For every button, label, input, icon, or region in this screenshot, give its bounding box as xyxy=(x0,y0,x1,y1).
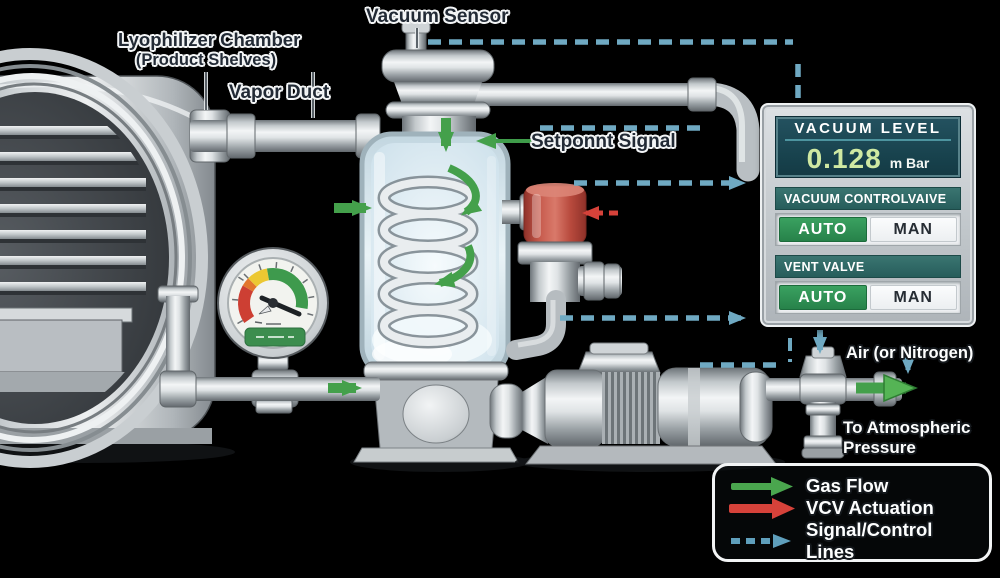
vent-mode-toggle: AUTO MAN xyxy=(775,281,961,314)
label-air-or-nitrogen: Air (or Nitrogen) xyxy=(846,344,974,362)
legend: Gas Flow VCV Actuation Signal/Control Li… xyxy=(712,463,992,562)
product-shelves xyxy=(0,126,146,392)
legend-label-gas-flow: Gas Flow xyxy=(806,475,889,496)
vacuum-level-title: VACUUM LEVEL xyxy=(794,119,942,137)
label-vacuum-sensor: Vacuum Sensor xyxy=(366,6,509,27)
vent-valve-header: VENT VALVE xyxy=(775,255,961,278)
vapor-duct-pipe xyxy=(190,113,381,159)
signal-lines-arrow-icon xyxy=(729,530,795,552)
vent-valve-assembly xyxy=(766,346,902,459)
condenser xyxy=(350,21,530,472)
vacuum-pump xyxy=(515,342,785,472)
display-divider xyxy=(785,138,951,141)
condenser-base xyxy=(350,361,530,472)
label-setpoint-signal: Setponnt Signal xyxy=(531,131,676,152)
vacuum-control-valve-header: VACUUM CONTROLVAIVE xyxy=(775,187,961,210)
label-product-shelves: (Product Shelves) xyxy=(135,51,277,69)
vacuum-level-value: 0.128 xyxy=(806,142,882,174)
vacuum-level-unit: m Bar xyxy=(889,154,930,171)
label-to-atmospheric: To Atmospheric Pressure xyxy=(843,418,971,457)
signal-arrows xyxy=(813,330,915,374)
legend-label-signal-lines: Signal/Control Lines xyxy=(806,519,933,562)
legend-label-vcv-actuation: VCV Actuation xyxy=(806,497,934,518)
gas-flow-arrow-icon xyxy=(729,475,795,497)
label-pointers xyxy=(204,28,546,149)
vcv-actuation-arrow-icon xyxy=(729,497,795,519)
control-panel: VACUUM LEVEL 0.128 m Bar VACUUM CONTROLV… xyxy=(760,103,976,327)
legend-item-vcv-actuation: VCV Actuation xyxy=(729,497,975,519)
legend-item-gas-flow: Gas Flow xyxy=(729,475,975,497)
top-pipe xyxy=(472,77,760,182)
legend-item-signal-lines: Signal/Control Lines xyxy=(729,519,975,563)
vent-valve-section: VENT VALVE AUTO MAN xyxy=(775,255,961,314)
vacuum-control-valve-section: VACUUM CONTROLVAIVE AUTO MAN xyxy=(775,187,961,246)
gas-flow-arrows xyxy=(328,118,918,403)
bottom-pipe xyxy=(159,370,380,408)
vent-auto-button[interactable]: AUTO xyxy=(779,285,867,310)
label-to-atmospheric-line2: Pressure xyxy=(843,437,916,457)
label-vapor-duct: Vapor Duct xyxy=(228,82,330,103)
vcv-auto-button[interactable]: AUTO xyxy=(779,217,867,242)
vacuum-level-display: VACUUM LEVEL 0.128 m Bar xyxy=(775,116,961,178)
vcv-man-button[interactable]: MAN xyxy=(869,217,957,242)
vcv-mode-toggle: AUTO MAN xyxy=(775,213,961,246)
signal-lines xyxy=(428,39,801,368)
label-to-atmospheric-line1: To Atmospheric xyxy=(843,418,971,437)
lyophilizer-chamber xyxy=(0,48,235,468)
vacuum-control-valve xyxy=(502,183,622,360)
vent-man-button[interactable]: MAN xyxy=(869,285,957,310)
label-lyophilizer-chamber: Lyophilizer Chamber xyxy=(118,29,301,50)
